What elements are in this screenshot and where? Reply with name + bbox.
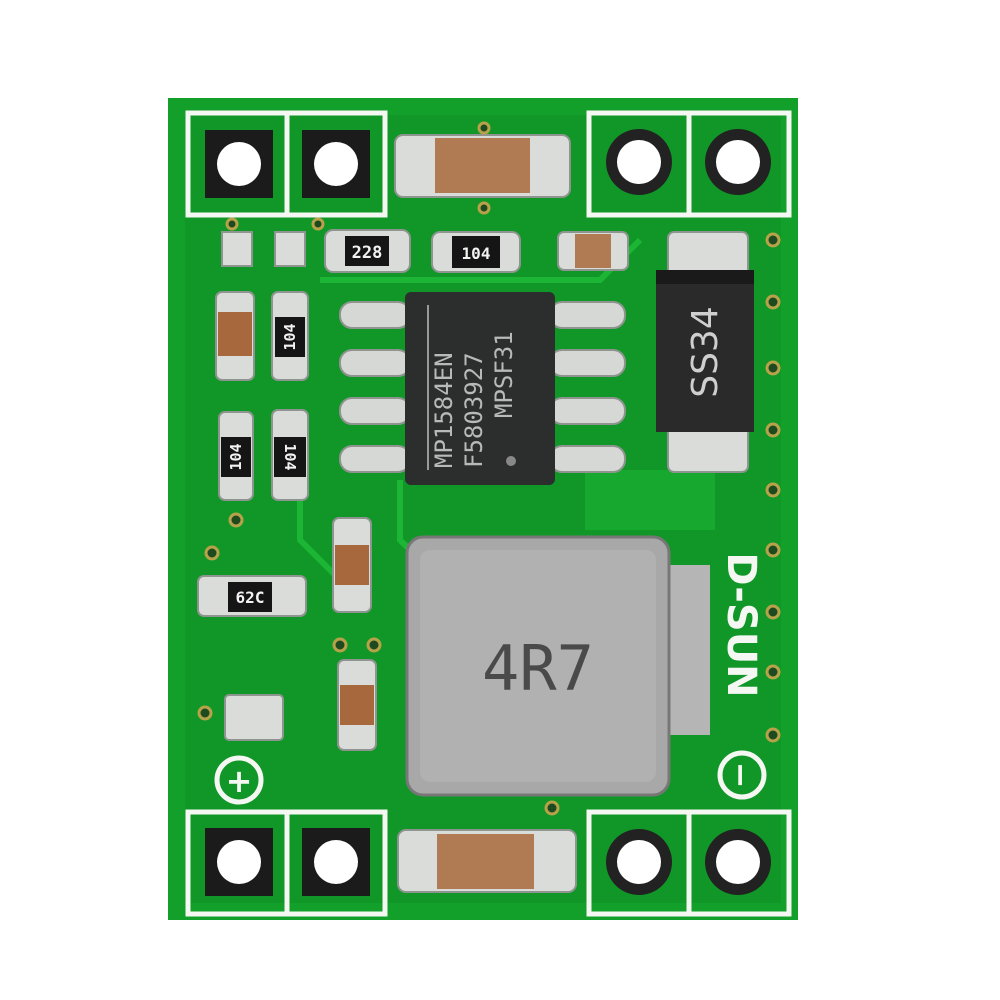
ic-marking-2: F5803927	[460, 352, 488, 468]
resistor-label: 62C	[236, 588, 265, 607]
terminal-bottom-right	[586, 809, 792, 917]
resistor-label: 104	[227, 443, 245, 470]
inductor-marking: 4R7	[482, 632, 594, 705]
capacitor-top	[394, 134, 571, 198]
inductor-4r7: 4R7	[405, 535, 710, 797]
resistor-label: 104	[281, 323, 299, 350]
resistor-label: 104	[462, 244, 491, 263]
resistor-104-left-2: 104	[218, 411, 254, 501]
plus-label: +	[226, 762, 253, 800]
vias	[197, 121, 781, 816]
ic-mp1584en: MP1584EN F5803927 MPSF31	[339, 292, 626, 485]
minus-marker: −	[717, 750, 767, 800]
resistor-104-top: 104	[431, 231, 521, 273]
terminal-top-right	[586, 110, 792, 218]
resistor-label: 104	[281, 443, 299, 470]
diode-ss34: SS34	[656, 231, 754, 473]
minus-label: −	[722, 762, 760, 789]
small-capacitors	[215, 231, 629, 751]
ic-marking-1: MP1584EN	[430, 352, 458, 468]
terminal-bottom-left	[185, 809, 388, 917]
capacitor-bottom	[397, 829, 577, 893]
ic-marking-3: MPSF31	[490, 331, 518, 418]
resistor-label: 228	[352, 243, 383, 263]
resistor-62c: 62C	[197, 575, 307, 617]
terminal-top-left	[185, 110, 388, 218]
plus-marker: +	[214, 755, 264, 805]
brand-silkscreen: D-SUN	[718, 552, 764, 697]
resistor-228: 228	[324, 229, 411, 273]
diode-marking: SS34	[685, 306, 726, 398]
resistor-104-left-3: 104	[271, 409, 309, 501]
resistor-104-left-1: 104	[271, 291, 309, 381]
